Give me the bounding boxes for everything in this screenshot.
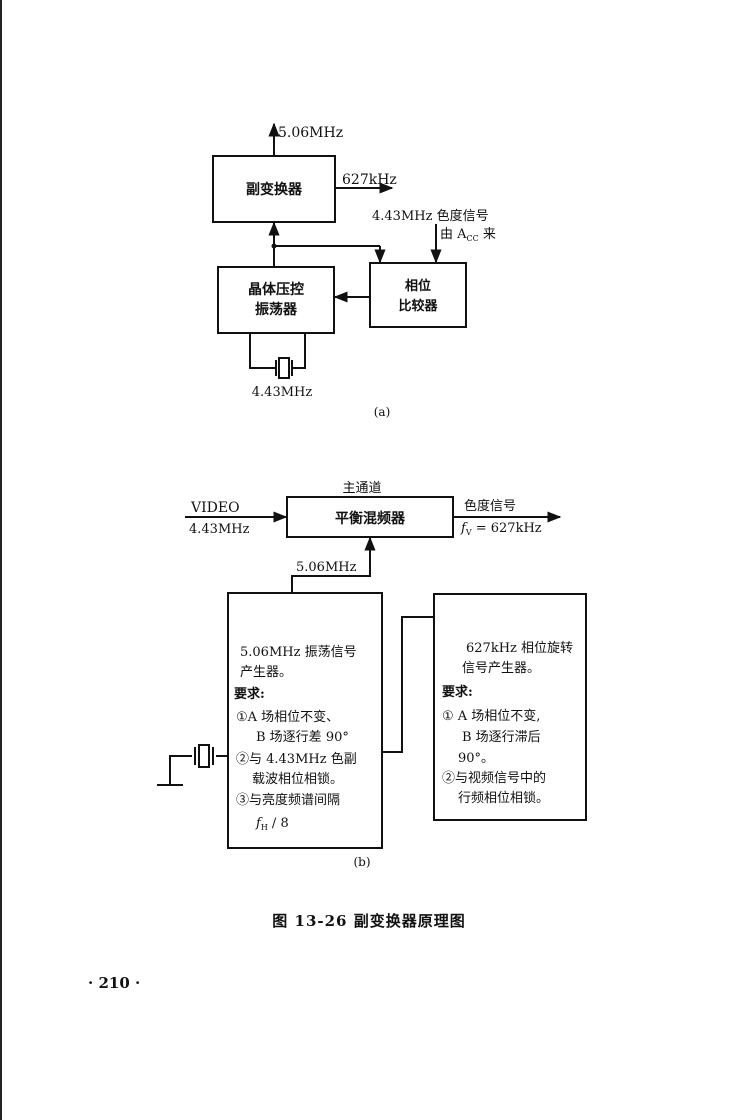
vco-label-line2: 振荡器 [255,301,298,318]
diagram-a-label: (a) [374,405,391,419]
diagram-a [212,122,467,369]
crystal-loop-wire-right [292,333,306,369]
right-line6: 90°。 [458,751,494,766]
left-line8: ③与亮度频谱间隔 [236,792,340,808]
input-label-line1: 4.43MHz 色度信号 [372,208,489,224]
phase-label-line2: 比较器 [398,298,438,314]
sub-converter-label: 副变换器 [246,181,303,198]
inter-box-wire [382,616,434,753]
right-box-text: 627kHz 相位旋转 信号产生器。 要求: ① A 场相位不变, B 场逐行滞… [442,641,573,806]
chroma-out-label: 色度信号 [464,498,516,514]
lo-freq-label: 5.06MHz [296,560,357,575]
top-output-label: 5.06MHz [278,125,343,141]
phase-rotation-generator-block [433,593,587,821]
left-line2: 产生器。 [240,665,292,680]
left-line9: fH / 8 [255,816,289,832]
right-line2: 信号产生器。 [462,661,540,676]
input-label-line2: 由 ACC 来 [440,227,496,243]
phase-label-line1: 相位 [405,278,431,294]
left-line4: ①A 场相位不变、 [236,709,339,725]
left-line6: ②与 4.43MHz 色副 [236,751,357,767]
right-line4: ① A 场相位不变, [442,708,540,724]
left-box-text: 5.06MHz 振荡信号 产生器。 要求: ①A 场相位不变、 B 场逐行差 9… [234,645,357,832]
ground-wire [169,755,192,785]
crystal-a [275,357,293,379]
left-line1: 5.06MHz 振荡信号 [240,645,357,660]
right-line1: 627kHz 相位旋转 [466,641,573,656]
page-number: · 210 · [88,974,141,992]
junction-dot [271,243,277,249]
right-line7: ②与视频信号中的 [442,770,546,786]
crystal-freq-label: 4.43MHz [252,385,313,400]
left-line3: 要求: [234,686,265,702]
diagram-b [157,496,587,849]
oscillator-generator-block [227,592,383,849]
freq-input-label: 4.43MHz [189,522,250,537]
vco-label-line1: 晶体压控 [248,281,304,298]
page-border [0,0,2,1120]
left-line5: B 场逐行差 90° [256,730,349,745]
lo-wire [291,547,371,593]
right-line8: 行频相位相锁。 [458,790,549,806]
right-line5: B 场逐行滞后 [462,730,541,745]
main-channel-label: 主通道 [342,481,381,496]
diagram-b-label: (b) [353,855,370,869]
crystal-b [194,744,214,768]
left-line7: 载波相位相锁。 [252,771,343,787]
vco-block [217,266,335,334]
figure-caption: 图 13-26 副变换器原理图 [272,912,466,930]
video-input-label: VIDEO [190,500,240,516]
right-output-label: 627kHz [342,172,397,188]
mixer-label: 平衡混频器 [335,510,406,527]
phase-comparator-block [369,262,467,328]
crystal-loop-wire [249,333,276,369]
right-line3: 要求: [442,684,473,700]
fv-label: fV = 627kHz [460,521,542,537]
